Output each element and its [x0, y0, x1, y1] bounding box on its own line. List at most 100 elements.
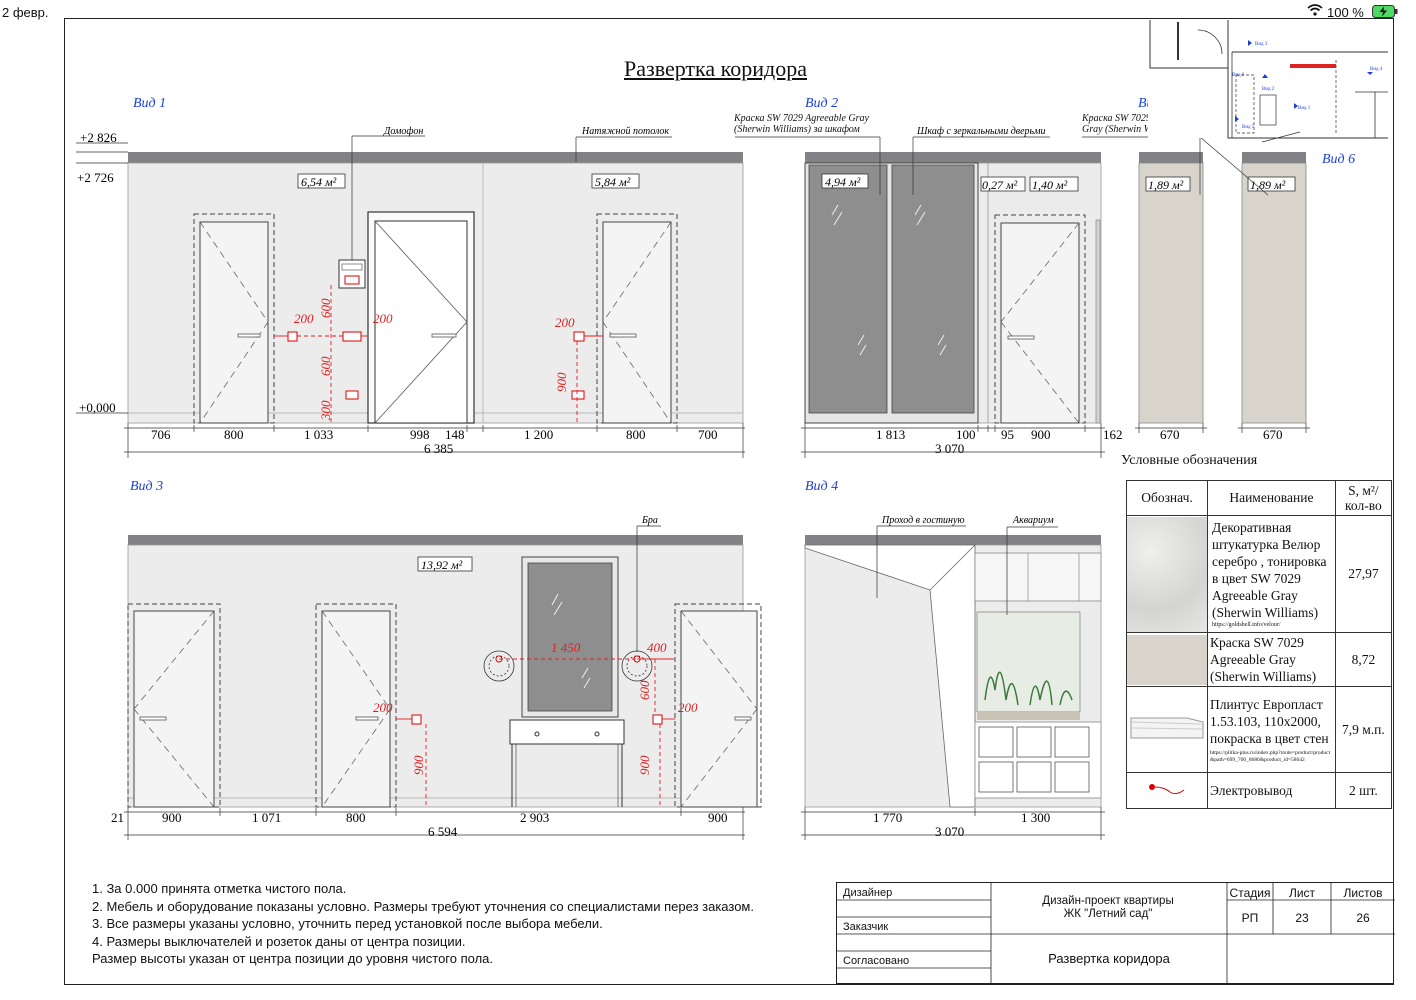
area-v6: 1,89 м²: [1250, 178, 1286, 192]
svg-text:Вид 3: Вид 3: [1255, 42, 1268, 47]
dim-v1: 700: [698, 427, 718, 442]
dim-v1: 800: [626, 427, 646, 442]
view-4-elevation: Проход в гостиную Аквариум: [804, 515, 1102, 808]
legend-item-name: Электровывод: [1207, 772, 1336, 809]
dim-v3-side: 21: [111, 810, 124, 825]
area-v3: 13,92 м²: [421, 558, 463, 572]
view-1-elevation: 200 200 600 600 300 200 900 6,54 м² 5,84…: [127, 126, 744, 424]
legend-item-qty: 27,97: [1334, 515, 1393, 633]
stamp-client: Заказчик: [843, 921, 889, 933]
v1-dim: 200: [373, 311, 393, 326]
legend-swatch-outlet: [1126, 772, 1208, 809]
svg-text:Вид 6: Вид 6: [1232, 73, 1245, 78]
stamp-sheets-label: Листов: [1343, 886, 1383, 900]
legend-table: Обознач. Наименование S, м²/ кол-во Деко…: [1126, 480, 1393, 809]
legend-swatch-skirting: [1126, 686, 1208, 773]
stamp-designer: Дизайнер: [843, 887, 893, 899]
legend-item-qty: 7,9 м.п.: [1334, 686, 1393, 773]
dim-v3-total: 6 594: [428, 824, 458, 839]
dim-v6: 670: [1263, 427, 1283, 442]
legend-title: Условные обозначения: [1121, 453, 1258, 468]
dim-v4-total: 3 070: [935, 824, 964, 839]
dim-v5: 670: [1160, 427, 1180, 442]
switch-icon: [573, 331, 585, 342]
dim-v3: 1 071: [252, 810, 281, 825]
v3-dim: 900: [637, 755, 652, 775]
battery-percent: 100 %: [1327, 5, 1364, 20]
v3-dim: 1 450: [551, 640, 581, 655]
dim-v1: 148: [445, 427, 465, 442]
legend-header: S, м²/ кол-во: [1334, 480, 1393, 516]
key-plan: [1148, 20, 1392, 143]
view-label-2: Вид 2: [805, 96, 839, 111]
area-v2-small: 0,27 м²: [982, 178, 1018, 192]
dim-v1: 998: [410, 427, 430, 442]
door-v1-right: [596, 213, 678, 424]
legend-item-name: Декоративная штукатурка Велюр серебро , …: [1212, 520, 1327, 620]
dim-v3: 900: [162, 810, 182, 825]
door-v1-center: [367, 211, 475, 424]
status-bar: 2 февр. 100 %: [0, 0, 1416, 22]
view-6-elevation: 1,89 м²: [1241, 152, 1307, 424]
v1-dim: 200: [294, 311, 314, 326]
switch-icon: [287, 331, 298, 342]
area-v2-right: 1,40 м²: [1032, 178, 1068, 192]
stamp-approved: Согласовано: [843, 955, 910, 967]
v3-dim: 400: [647, 640, 667, 655]
stamp-stage: РП: [1241, 911, 1259, 925]
legend-header: Наименование: [1207, 480, 1336, 516]
stamp-sheets: 26: [1356, 911, 1370, 925]
dim-v4: 1 300: [1021, 810, 1050, 825]
dim-v2-total: 3 070: [935, 441, 964, 456]
view-label-1: Вид 1: [133, 96, 167, 111]
door-v1-left: [193, 213, 275, 424]
dim-v3: 800: [346, 810, 366, 825]
v1-dim: 300: [318, 400, 333, 421]
dim-v3: 2 903: [520, 810, 549, 825]
view-5-elevation: 1,89 м²: [1138, 152, 1204, 424]
note-line: 2. Мебель и оборудование показаны условн…: [92, 898, 754, 914]
switch-icon: [411, 714, 422, 725]
note-line: 4. Размеры выключателей и розеток даны о…: [92, 933, 466, 949]
legend-item-qty: 2 шт.: [1334, 772, 1393, 809]
dim-v1: 706: [151, 427, 171, 442]
legend-item-name: Краска SW 7029 Agreeable Gray (Sherwin W…: [1207, 632, 1336, 687]
level-top: +2 826: [80, 130, 117, 145]
legend-item-name: Плинтус Европласт 1.53.103, 110х2000, по…: [1210, 696, 1329, 746]
page-title: Развертка коридора: [624, 56, 807, 81]
view-label-3: Вид 3: [130, 479, 164, 494]
stamp-project: Дизайн-проект квартиры ЖК "Летний сад": [1042, 895, 1174, 920]
view-2-elevation: 4,94 м² 0,27 м² 1,40 м²: [735, 136, 1102, 424]
callout-paint-behind: Краска SW 7029 Agreeable Gray (Sherwin W…: [734, 113, 869, 135]
battery-charging-icon: [1372, 5, 1398, 21]
socket-icon: [345, 390, 359, 400]
view-label-4: Вид 4: [805, 479, 839, 494]
dim-v1: 800: [224, 427, 244, 442]
area-v1-left: 6,54 м²: [301, 175, 337, 189]
svg-text:Вид 5: Вид 5: [1242, 125, 1255, 130]
area-v5: 1,89 м²: [1148, 178, 1184, 192]
callout-wardrobe: Шкаф с зеркальными дверьми: [916, 126, 1045, 137]
dim-v3: 900: [708, 810, 728, 825]
stamp-sheet-label: Лист: [1288, 886, 1316, 900]
level-ceiling: +2 726: [77, 170, 114, 185]
v3-dim: 900: [411, 755, 426, 775]
stamp-sheet-title: Развертка коридора: [1048, 951, 1170, 966]
socket-icon: [571, 390, 585, 400]
dim-v2: 900: [1031, 427, 1051, 442]
svg-text:Вид 4: Вид 4: [1370, 67, 1383, 72]
v1-dim: 900: [554, 372, 569, 392]
note-line: 1. За 0.000 принята отметка чистого пола…: [92, 881, 347, 896]
v3-dim: 600: [637, 680, 652, 700]
wifi-icon: [1307, 4, 1323, 19]
dim-v1-total: 6 385: [424, 441, 453, 456]
note-line: Размер высоты указан от центра позиции д…: [92, 951, 494, 966]
dim-v1: 1 033: [304, 427, 333, 442]
v1-dim: 600: [318, 298, 333, 318]
legend-header: Обознач.: [1126, 480, 1208, 516]
svg-text:Вид 1: Вид 1: [1298, 106, 1311, 111]
v1-dim: 600: [318, 356, 333, 376]
dim-v2: 162: [1103, 427, 1123, 442]
view-3-elevation: 1 450 400 600 200 900 900 200 13,92 м² Б…: [127, 515, 762, 808]
